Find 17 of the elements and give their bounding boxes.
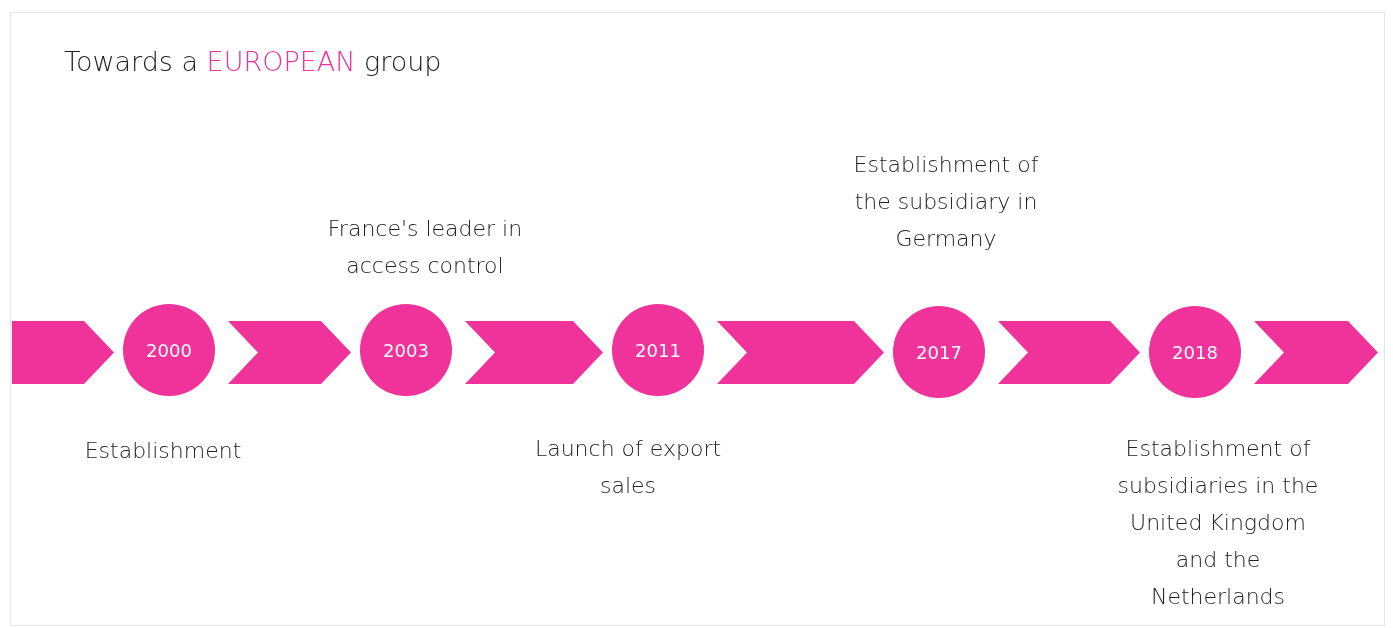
chevron-arrow: [228, 321, 351, 384]
year-circle: 2011: [612, 304, 704, 396]
chevron-arrow: [465, 321, 603, 384]
milestone-text: Establishment of subsidiaries in the United Kingdom and the Netherlands: [1116, 435, 1320, 611]
milestone-text: Launch of export sales: [533, 435, 723, 500]
chevron-arrow: [12, 321, 114, 384]
chevron-arrow: [998, 321, 1140, 384]
year-circle: 2017: [893, 306, 985, 398]
milestone-text: Establishment: [83, 437, 243, 465]
year-circle: 2018: [1149, 306, 1241, 398]
chevron-arrow: [717, 321, 884, 384]
milestone-text: Establishment of the subsidiary in Germany: [852, 151, 1040, 253]
chevron-arrow: [1254, 321, 1378, 384]
title: Towards a EUROPEAN group: [64, 46, 442, 77]
year-circle: 2000: [123, 304, 215, 396]
milestone-text: France's leader in access control: [326, 215, 524, 280]
year-circle: 2003: [360, 304, 452, 396]
